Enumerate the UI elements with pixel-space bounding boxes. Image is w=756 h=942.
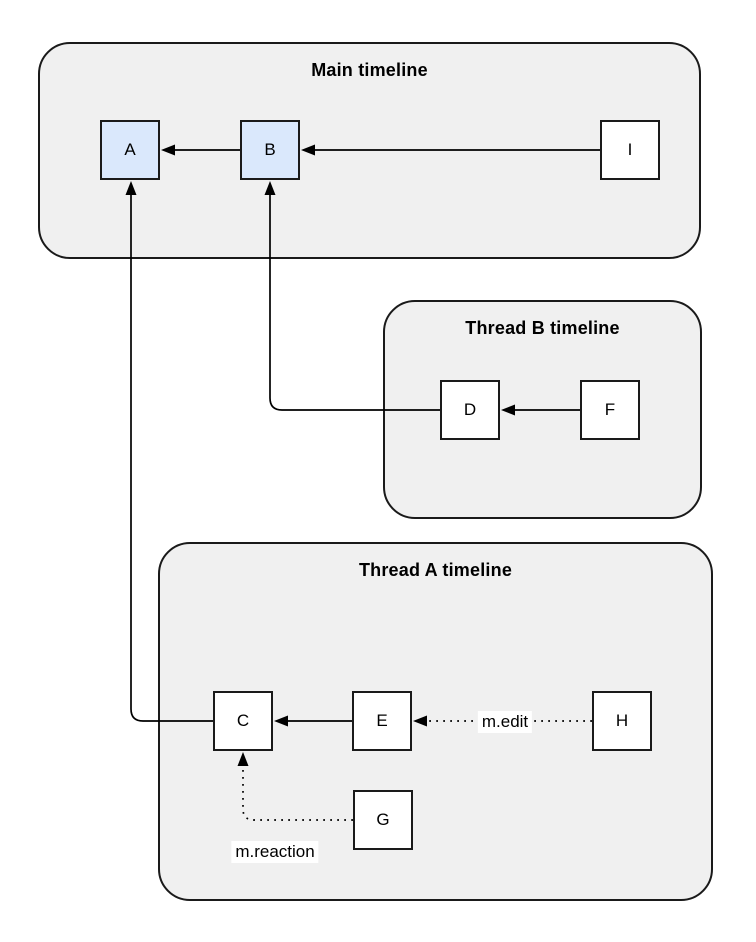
event-node-f: F (580, 380, 640, 440)
event-node-d: D (440, 380, 500, 440)
thread-b-timeline-title: Thread B timeline (465, 318, 620, 338)
edge-label-m-edit: m.edit (477, 711, 533, 733)
main-timeline-title: Main timeline (311, 60, 428, 80)
event-node-g: G (353, 790, 413, 850)
event-node-h: H (592, 691, 652, 751)
event-node-a: A (100, 120, 160, 180)
edge-label-m-reaction: m.reaction (231, 841, 319, 863)
thread-b-timeline-box: Thread B timeline (383, 300, 702, 519)
event-node-b: B (240, 120, 300, 180)
event-node-c: C (213, 691, 273, 751)
event-node-i: I (600, 120, 660, 180)
thread-a-timeline-title: Thread A timeline (358, 560, 513, 580)
event-node-e: E (352, 691, 412, 751)
